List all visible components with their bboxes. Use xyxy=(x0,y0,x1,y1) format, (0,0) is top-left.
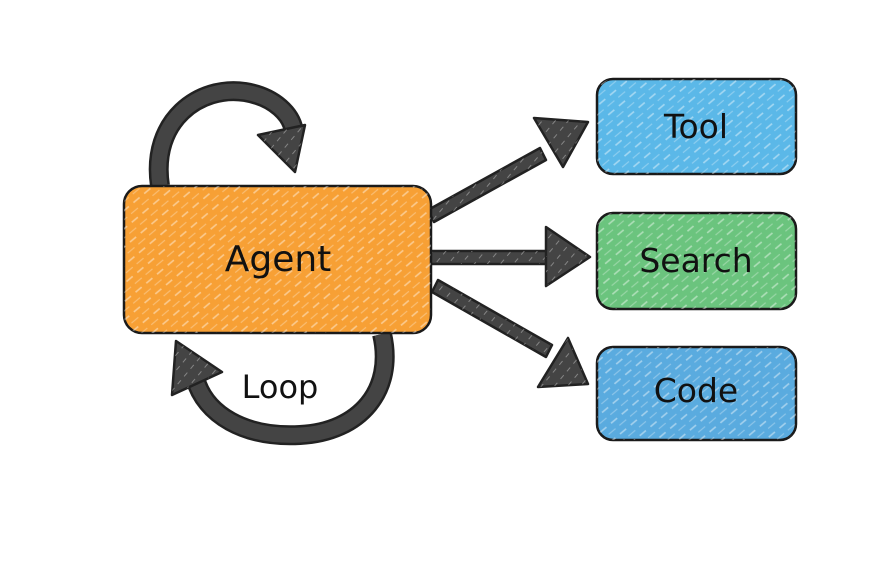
loop-label: Loop xyxy=(242,368,319,406)
arrow-agent-to-code xyxy=(430,278,590,389)
node-search: Search xyxy=(595,211,798,311)
node-agent-label: Agent xyxy=(225,239,332,280)
node-agent: Agent xyxy=(122,184,433,335)
node-search-label: Search xyxy=(639,241,752,280)
node-code-label: Code xyxy=(654,371,738,410)
arrow-agent-to-tool xyxy=(426,116,590,224)
arrow-agent-to-search xyxy=(428,225,592,288)
loop-arrow-bottom xyxy=(170,331,395,446)
node-tool-label: Tool xyxy=(663,107,728,146)
node-code: Code xyxy=(595,345,798,442)
loop-arrow-top xyxy=(148,81,307,188)
node-tool: Tool xyxy=(595,77,798,176)
